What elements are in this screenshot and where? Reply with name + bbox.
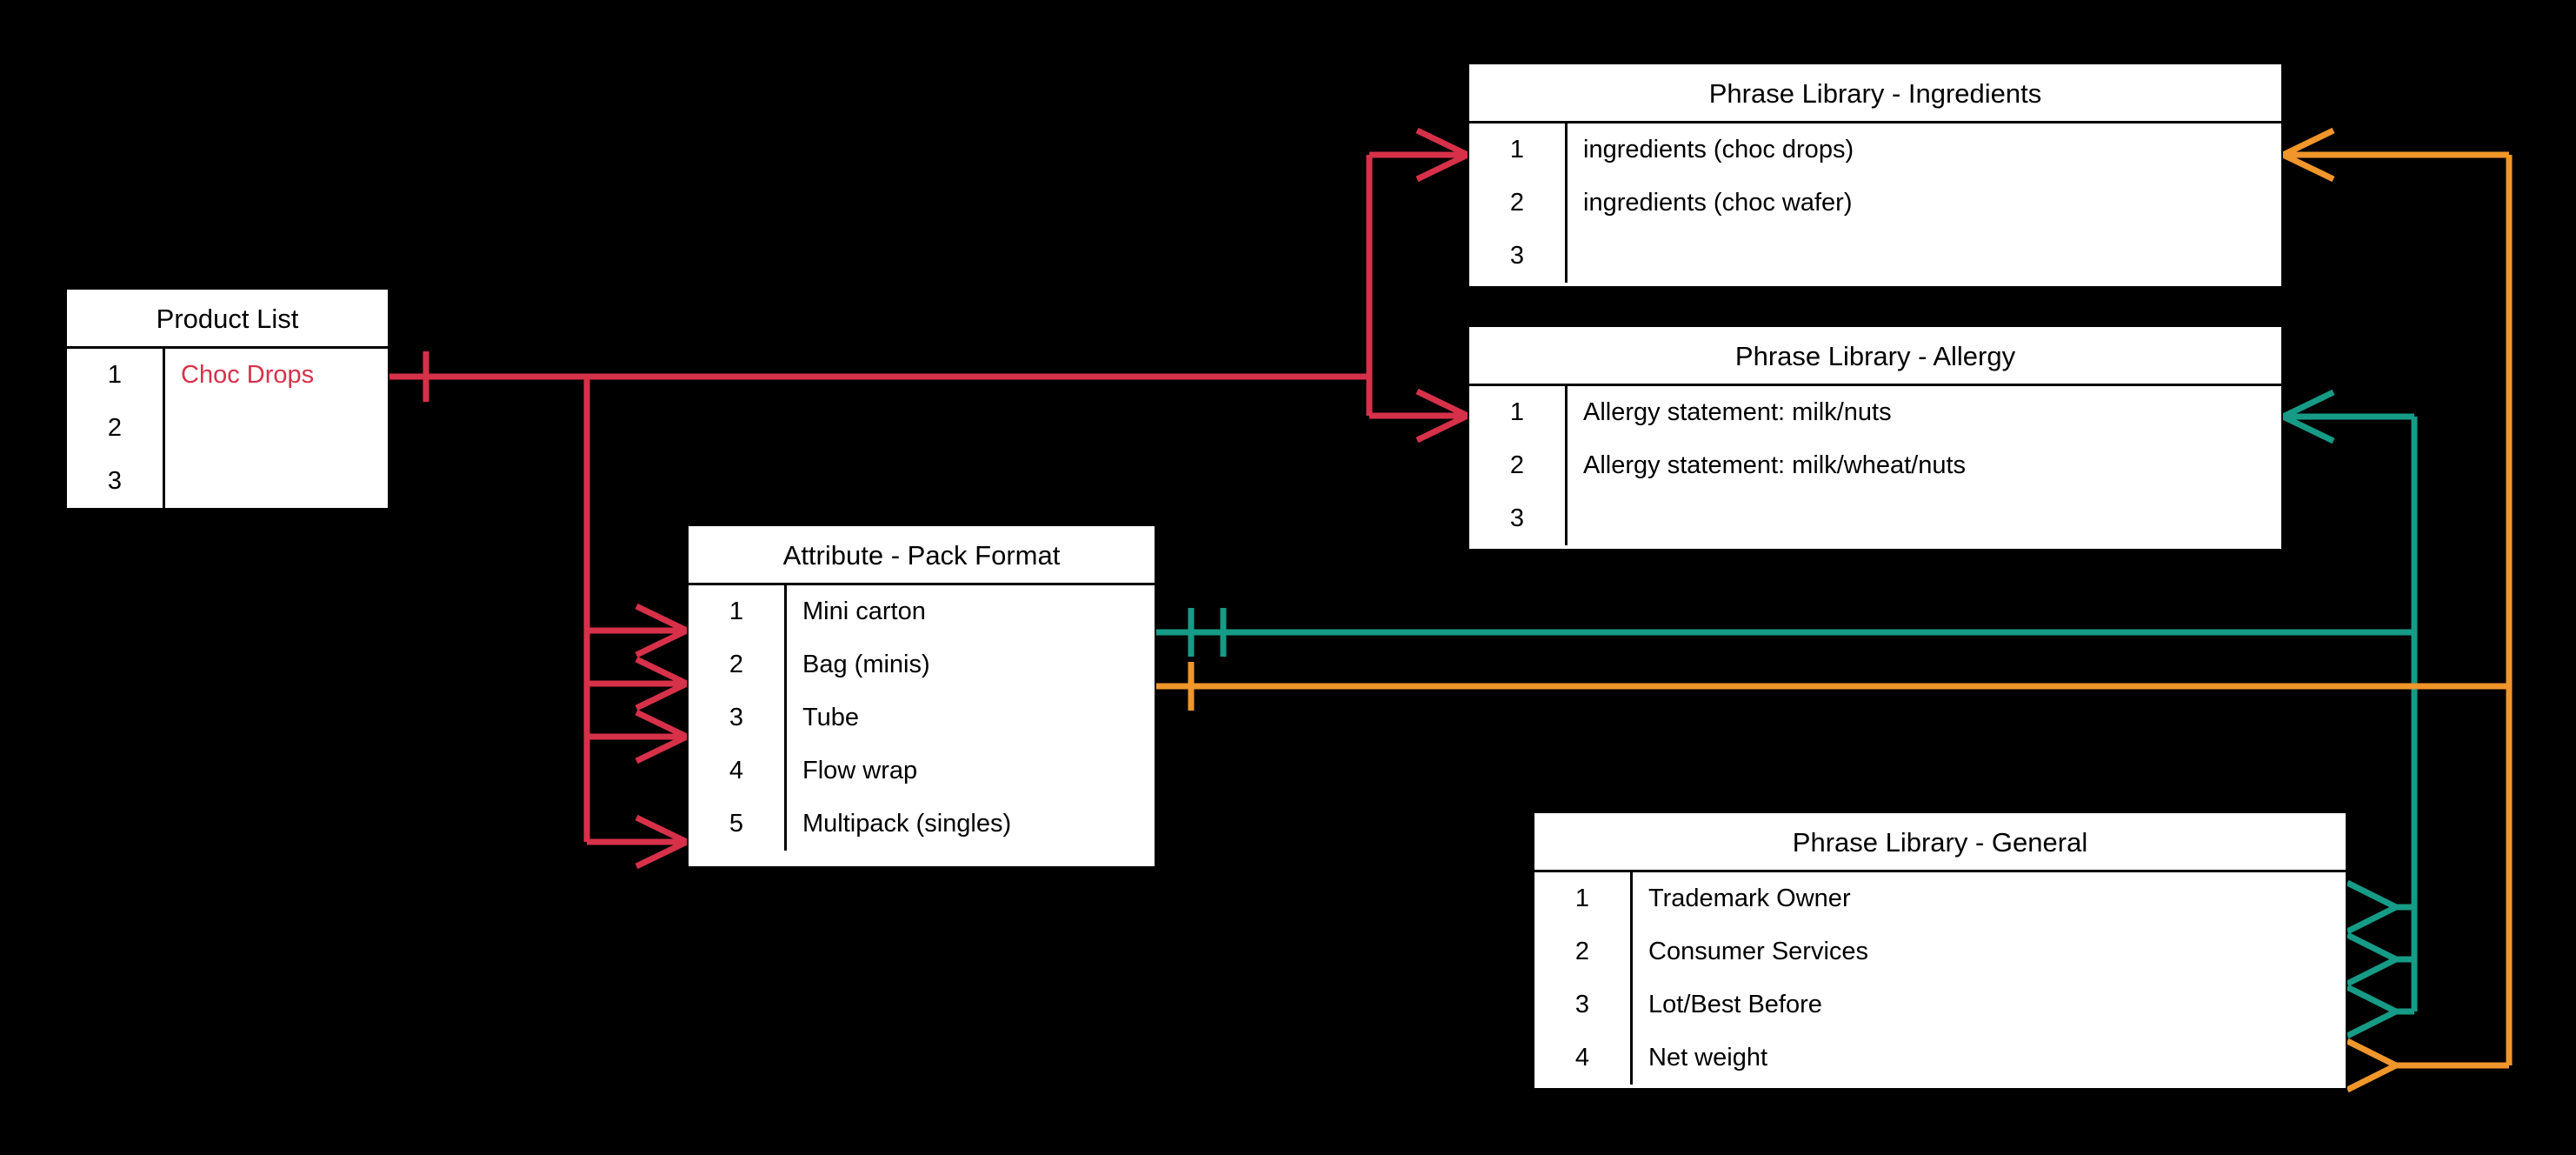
table-row[interactable]: 1 Allergy statement: milk/nuts [1469,386,2281,439]
connector-packformat-row1-teal [1156,608,2414,657]
row-index: 4 [1574,1044,1590,1072]
crowsfoot-ingredients-row1 [1415,127,1469,183]
row-value: Flow wrap [784,744,1155,798]
row-value [1565,230,2281,283]
row-index: 3 [1574,991,1590,1018]
entity-phrase-library-ingredients[interactable]: Phrase Library - Ingredients 1 ingredien… [1468,63,2283,288]
row-value: Trademark Owner [1630,872,2346,925]
row-index: 3 [1509,504,1525,532]
entity-phrase-library-allergy[interactable]: Phrase Library - Allergy 1 Allergy state… [1468,325,2283,551]
row-value: ingredients (choc drops) [1565,124,2281,177]
row-value: Net weight [1630,1031,2346,1085]
table-row[interactable]: 3 [1469,230,2281,283]
crowsfoot-allergy-row1-right [2281,389,2335,444]
crowsfoot-general-row1 [2346,879,2398,935]
row-index: 2 [1509,189,1525,217]
crowsfoot-packformat-row5 [635,814,689,870]
row-index: 1 [729,598,744,625]
row-index: 4 [729,757,744,784]
entity-title: Phrase Library - Ingredients [1469,64,2281,124]
row-value [1565,492,2281,545]
table-row[interactable]: 1 Mini carton [689,585,1155,638]
table-row[interactable]: 3 Tube [689,691,1155,744]
table-row[interactable]: 4 Flow wrap [689,744,1155,798]
row-value: Consumer Services [1630,925,2346,978]
connector-product-to-phrase-libraries [389,151,1468,419]
crowsfoot-general-row3 [2346,984,2398,1039]
entity-phrase-library-general[interactable]: Phrase Library - General 1 Trademark Own… [1533,811,2347,1090]
table-row[interactable]: 1 Trademark Owner [1534,872,2346,925]
entity-product-list[interactable]: Product List 1 Choc Drops 2 3 [65,288,389,510]
entity-attribute-pack-format[interactable]: Attribute - Pack Format 1 Mini carton 2 … [687,524,1156,868]
row-index: 1 [1574,885,1590,912]
row-index: 2 [107,414,123,442]
row-value: Lot/Best Before [1630,978,2346,1031]
table-row[interactable]: 2 [67,402,388,455]
connector-allergy-to-general [2283,413,2418,1015]
crowsfoot-ingredients-row1-right [2281,127,2335,183]
row-index: 5 [729,810,744,838]
table-row[interactable]: 2 Allergy statement: milk/wheat/nuts [1469,439,2281,492]
row-index: 2 [1574,938,1590,965]
entity-rows: 1 ingredients (choc drops) 2 ingredients… [1469,124,2281,283]
row-value: Multipack (singles) [784,798,1155,851]
entity-rows: 1 Mini carton 2 Bag (minis) 3 Tube 4 Flo… [689,585,1155,851]
table-row[interactable]: 5 Multipack (singles) [689,798,1155,851]
table-row[interactable]: 2 Consumer Services [1534,925,2346,978]
table-row[interactable]: 2 ingredients (choc wafer) [1469,177,2281,230]
row-index: 1 [1509,136,1525,164]
row-value: Allergy statement: milk/nuts [1565,386,2281,439]
table-row[interactable]: 1 ingredients (choc drops) [1469,124,2281,177]
entity-title: Attribute - Pack Format [689,526,1155,585]
row-value: Allergy statement: milk/wheat/nuts [1565,439,2281,492]
row-index: 1 [1509,398,1525,426]
entity-rows: 1 Choc Drops 2 3 [67,349,388,508]
row-index: 3 [729,704,744,731]
row-value: Mini carton [784,585,1155,638]
connector-product-to-pack-format [583,377,687,845]
connector-packformat-row2-orange [1156,662,2509,711]
entity-title: Product List [67,290,388,349]
crowsfoot-general-row4 [2346,1038,2398,1093]
table-row[interactable]: 3 Lot/Best Before [1534,978,2346,1031]
table-row[interactable]: 3 [1469,492,2281,545]
row-index: 2 [1509,451,1525,479]
crowsfoot-allergy-row1 [1415,388,1469,444]
table-row[interactable]: 3 [67,455,388,508]
row-index: 3 [1509,242,1525,270]
crowsfoot-packformat-row1 [635,603,689,658]
entity-rows: 1 Trademark Owner 2 Consumer Services 3 … [1534,872,2346,1085]
row-value [163,402,388,455]
row-value: Choc Drops [163,349,388,402]
table-row[interactable]: 2 Bag (minis) [689,638,1155,691]
row-value [163,455,388,508]
row-value: Tube [784,691,1155,744]
row-index: 3 [107,467,123,495]
table-row[interactable]: 4 Net weight [1534,1031,2346,1085]
entity-rows: 1 Allergy statement: milk/nuts 2 Allergy… [1469,386,2281,545]
entity-title: Phrase Library - Allergy [1469,327,2281,386]
crowsfoot-packformat-row3 [635,709,689,764]
row-index: 2 [729,651,744,678]
crowsfoot-packformat-row2 [635,656,689,711]
table-row[interactable]: 1 Choc Drops [67,349,388,402]
entity-title: Phrase Library - General [1534,813,2346,872]
row-index: 1 [107,361,123,389]
crowsfoot-general-row2 [2346,931,2398,987]
row-value: Bag (minis) [784,638,1155,691]
row-value: ingredients (choc wafer) [1565,177,2281,230]
connector-ingredients-to-general [2283,151,2513,1069]
